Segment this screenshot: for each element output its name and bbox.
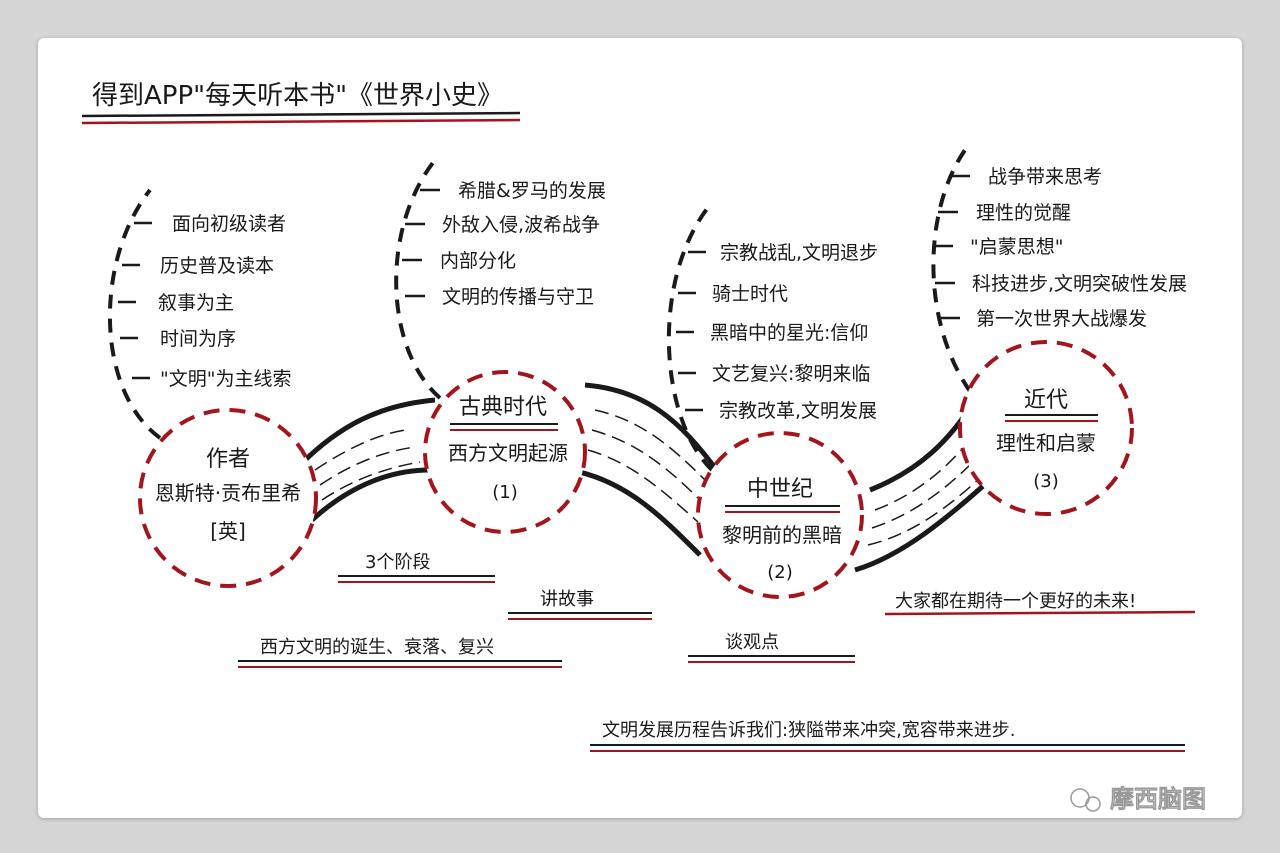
modern-node-subtitle: 理性和启蒙 [996,431,1096,455]
label-conclusion: 文明发展历程告诉我们:狭隘带来冲突,宽容带来进步. [602,720,1016,741]
author-node-nationality: [英] [210,519,246,543]
modern-node [958,340,1134,516]
medieval-node-number: (2) [767,562,793,583]
title-underline-red [81,118,521,125]
classical-branch-2: 外敌入侵,波希战争 [442,214,600,236]
modern-branch-1: 战争带来思考 [988,166,1102,188]
classical-branch-4: 文明的传播与守卫 [442,286,594,308]
label-three-stages: 3个阶段 [365,552,430,573]
connector-author-classical [298,397,436,522]
modern-branch-5: 第一次世界大战爆发 [976,308,1147,330]
modern-branch-3: "启蒙思想" [970,236,1063,258]
connector-classical-medieval [569,382,721,557]
medieval-node-subtitle: 黎明前的黑暗 [722,523,842,547]
classical-branch-1: 希腊&罗马的发展 [458,180,606,202]
medieval-branch-5: 宗教改革,文明发展 [719,400,877,422]
watermark: 摩西脑图 [1070,785,1206,813]
author-branch-arc [108,188,162,440]
modern-node-number: (3) [1033,471,1059,492]
author-node-name: 恩斯特·贡布里希 [155,481,301,505]
author-branch-3: 叙事为主 [158,292,234,314]
classical-node-number: (1) [492,482,518,503]
classical-node-title: 古典时代 [459,395,547,420]
medieval-branch-3: 黑暗中的星光:信仰 [710,322,868,344]
label-future: 大家都在期待一个更好的未来! [895,591,1136,612]
author-branch-5: "文明"为主线索 [160,368,291,390]
label-western-civ: 西方文明的诞生、衰落、复兴 [260,637,494,658]
medieval-branch-2: 骑士时代 [712,283,788,305]
watermark-text: 摩西脑图 [1110,785,1206,813]
title-underline [81,111,521,118]
author-branch-2: 历史普及读本 [160,255,274,277]
medieval-node-title: 中世纪 [747,477,813,502]
author-node-title: 作者 [206,447,250,472]
classical-branch-arc [394,158,442,400]
modern-branch-4: 科技进步,文明突破性发展 [972,273,1187,295]
branch-ticks [118,174,970,412]
modern-branch-arc [931,148,987,412]
medieval-branch-1: 宗教战乱,文明退步 [720,242,878,264]
classical-node-subtitle: 西方文明起源 [448,441,568,465]
medieval-branch-arc [667,203,714,472]
author-branch-1: 面向初级读者 [172,213,286,235]
author-branch-4: 时间为序 [160,328,236,350]
label-storytelling: 讲故事 [540,589,594,610]
label-opinions: 谈观点 [725,632,779,653]
author-node [138,408,318,588]
classical-branch-3: 内部分化 [440,250,516,272]
modern-node-title: 近代 [1024,388,1068,413]
page-title: 得到APP"每天听本书"《世界小史》 [92,81,503,111]
medieval-branch-4: 文艺复兴:黎明来临 [712,363,870,385]
modern-branch-2: 理性的觉醒 [976,202,1071,224]
classical-node [423,370,587,534]
medieval-node [696,431,864,599]
